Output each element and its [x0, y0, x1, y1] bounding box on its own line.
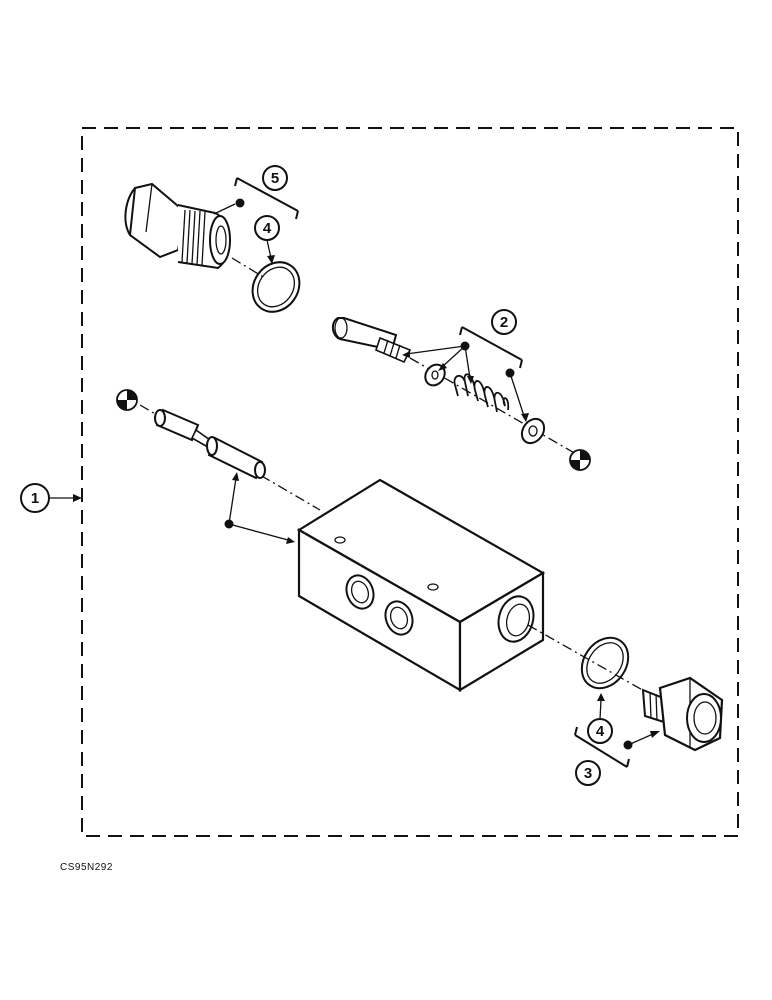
quadrant-target-symbol-left: [116, 389, 138, 411]
fitting-upper: [124, 182, 231, 270]
callout-1-label: 1: [31, 490, 39, 507]
callout-3: 3: [574, 726, 660, 786]
callout-4-lower-label: 4: [596, 723, 605, 740]
callout-4-upper-label: 4: [263, 220, 272, 237]
axis-lower-fitting: [527, 624, 661, 701]
spool-leaders: [224, 472, 295, 544]
washer-right: [520, 417, 546, 445]
spring: [453, 373, 510, 413]
callout-2-label: 2: [500, 314, 508, 331]
fitting-lower: [641, 676, 724, 752]
callout-5: 5: [213, 165, 299, 220]
valve-body: [296, 478, 546, 692]
spool: [154, 408, 266, 480]
o-ring-upper: [251, 261, 301, 313]
drawing-code: CS95N292: [60, 862, 113, 873]
callout-1: 1: [20, 483, 82, 513]
o-ring-lower: [580, 636, 630, 690]
quadrant-target-symbol-right: [569, 449, 591, 471]
callout-2: 2: [402, 309, 529, 422]
callout-4-lower: 4: [587, 693, 613, 744]
axis-upper-fitting: [231, 257, 266, 279]
callout-3-label: 3: [584, 765, 592, 782]
callout-5-label: 5: [271, 170, 279, 187]
axis-relief-valve: [409, 357, 579, 456]
callout-4-upper: 4: [254, 215, 280, 264]
relief-valve-poppet: [332, 317, 412, 364]
